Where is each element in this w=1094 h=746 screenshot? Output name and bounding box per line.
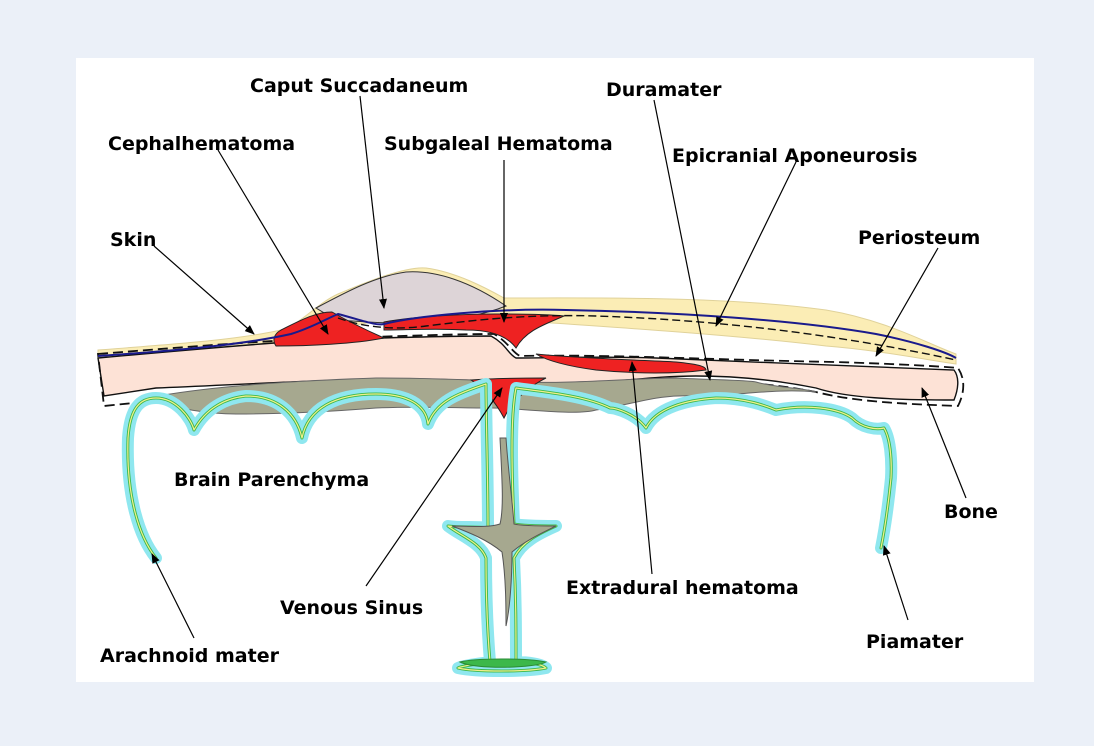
cephalhematoma-region	[273, 311, 386, 347]
leader-venous	[365, 387, 503, 587]
leader-extradural	[628, 361, 653, 575]
brain-meninges-outline	[121, 378, 898, 677]
label-periosteum: Periosteum	[858, 227, 980, 249]
diagram-panel: Caput Succadaneum Duramater Cephalhemato…	[76, 58, 1034, 682]
leader-periosteum	[875, 247, 939, 357]
leader-duramater	[653, 99, 713, 381]
label-extradural-hematoma: Extradural hematoma	[566, 577, 799, 599]
label-piamater: Piamater	[866, 631, 964, 653]
leader-arachnoid	[151, 553, 195, 639]
extradural-hematoma-region	[535, 353, 707, 374]
leader-bone	[921, 387, 967, 499]
label-duramater: Duramater	[606, 79, 722, 101]
label-venous-sinus: Venous Sinus	[280, 597, 423, 619]
falx-region	[451, 437, 557, 627]
scalp-layers-diagram: Caput Succadaneum Duramater Cephalhemato…	[96, 75, 998, 677]
label-subgaleal-hematoma: Subgaleal Hematoma	[384, 133, 613, 155]
leader-piamater	[882, 545, 909, 621]
label-skin: Skin	[110, 229, 156, 251]
label-epicranial-aponeurosis: Epicranial Aponeurosis	[672, 145, 917, 167]
leader-cephalhematoma	[217, 149, 329, 335]
label-caput-succadaneum: Caput Succadaneum	[250, 75, 468, 97]
subgaleal-hematoma-region	[383, 313, 566, 349]
label-bone: Bone	[944, 501, 998, 523]
epicranial-aponeurosis-layer	[97, 308, 957, 359]
leader-skin	[153, 245, 255, 335]
label-brain-parenchyma: Brain Parenchyma	[174, 469, 369, 491]
leader-lines	[151, 95, 967, 639]
label-arachnoid-mater: Arachnoid mater	[100, 645, 280, 667]
periosteum-dashed-line	[337, 314, 957, 361]
label-cephalhematoma: Cephalhematoma	[108, 133, 295, 155]
leader-caput	[359, 95, 387, 309]
falx-base	[458, 658, 548, 668]
leader-epicranial	[715, 161, 797, 327]
